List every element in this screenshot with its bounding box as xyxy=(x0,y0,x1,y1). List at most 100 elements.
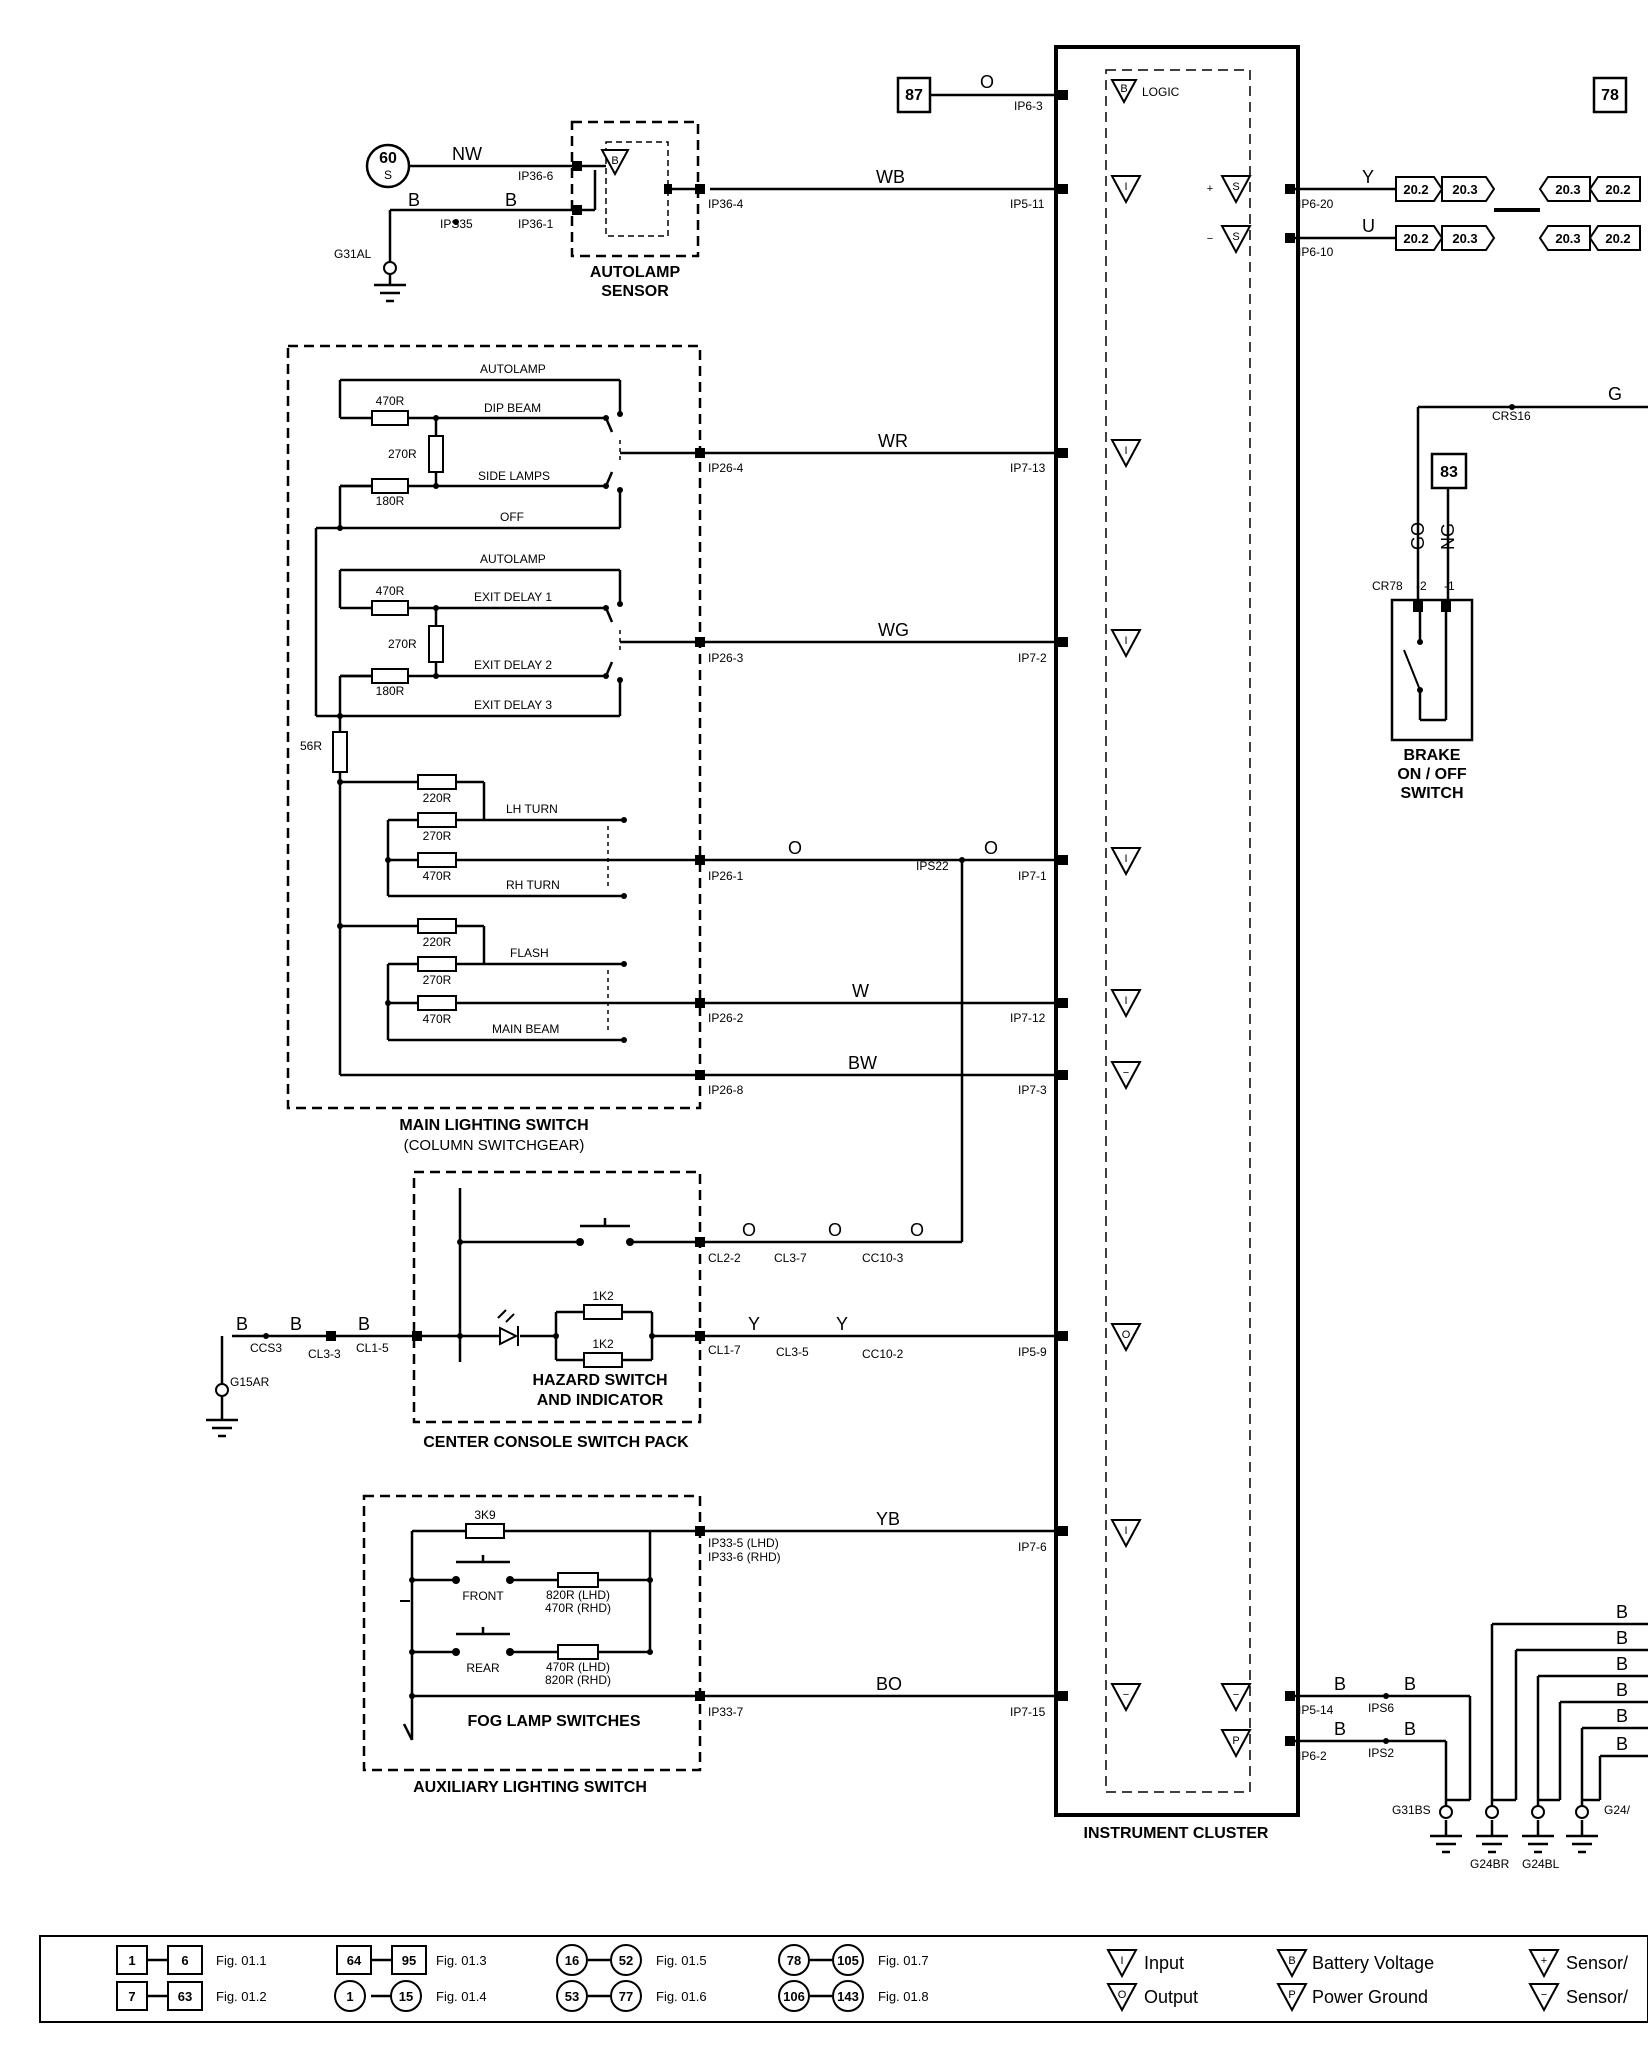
component-label: FRONT xyxy=(462,1589,504,1603)
component-label: 470R xyxy=(376,584,405,598)
brake-title-1: BRAKE xyxy=(1404,747,1461,764)
component-label: AUTOLAMP xyxy=(480,362,546,376)
offpage-ref: 20.3 xyxy=(1452,231,1477,246)
legend-fig: Fig. 01.3 xyxy=(436,1953,487,1968)
wire-label: B xyxy=(1616,1680,1628,1700)
brake-title-2: ON / OFF xyxy=(1397,766,1467,783)
legend-ref: 143 xyxy=(837,1989,859,2004)
legend-fig: Fig. 01.6 xyxy=(656,1989,707,2004)
fog-lamp-title: FOG LAMP SWITCHES xyxy=(467,1713,640,1730)
connector-label: CL3-7 xyxy=(774,1251,807,1265)
component-label: SIDE LAMPS xyxy=(478,469,550,483)
wire-label: B xyxy=(505,190,517,210)
legend-box xyxy=(39,1935,1648,2023)
main-lighting-switch-subtitle: (COLUMN SWITCHGEAR) xyxy=(404,1137,585,1154)
svg-text:I: I xyxy=(1124,1525,1127,1537)
logic-label: LOGIC xyxy=(1142,85,1180,99)
svg-text:P: P xyxy=(1232,1735,1239,1747)
wire-label: GO xyxy=(1408,522,1428,550)
svg-text:I: I xyxy=(1120,1955,1123,1967)
wire-label: O xyxy=(828,1220,842,1240)
wire-label: B xyxy=(236,1314,248,1334)
autolamp-sensor-title-2: SENSOR xyxy=(601,283,669,300)
svg-text:S: S xyxy=(1232,181,1239,193)
svg-text:S: S xyxy=(1232,231,1239,243)
connector-label: CC10-2 xyxy=(862,1347,904,1361)
svg-text:I: I xyxy=(1124,995,1127,1007)
main-lighting-switch-title: MAIN LIGHTING SWITCH xyxy=(399,1117,588,1134)
component-label: 3K9 xyxy=(474,1508,496,1522)
wire-label: B xyxy=(408,190,420,210)
component-label: 220R xyxy=(423,935,452,949)
offpage-ref: 20.3 xyxy=(1452,182,1477,197)
wire-label: WB xyxy=(876,167,905,187)
wire-label: NW xyxy=(452,144,482,164)
connector-label: CR78 xyxy=(1372,579,1403,593)
aux-lighting-box xyxy=(362,1494,702,1772)
wire-label: WR xyxy=(878,431,908,451)
svg-text:−: − xyxy=(1233,1689,1239,1701)
center-console-box xyxy=(412,1170,702,1424)
connector-label: IP6-3 xyxy=(1014,99,1043,113)
main-lighting-switch-box xyxy=(286,344,702,1110)
component-label: 270R xyxy=(388,637,417,651)
connector-label: G31AL xyxy=(334,247,372,261)
wire-label: W xyxy=(852,981,869,1001)
svg-text:P: P xyxy=(1288,1989,1295,2001)
legend-ref: 78 xyxy=(787,1953,801,1968)
wire-label: Y xyxy=(1362,167,1374,187)
legend-ref: 106 xyxy=(783,1989,805,2004)
connector-label: IP26-1 xyxy=(708,869,744,883)
wire-label: B xyxy=(1616,1628,1628,1648)
connector-label: IP33-7 xyxy=(708,1705,744,1719)
wire-label: B xyxy=(1616,1706,1628,1726)
ref-87: 87 xyxy=(905,87,923,104)
svg-text:I: I xyxy=(1124,853,1127,865)
connector-label: IPS2 xyxy=(1368,1746,1394,1760)
legend-fig: Fig. 01.8 xyxy=(878,1989,929,2004)
brake-title-3: SWITCH xyxy=(1400,785,1463,802)
connector-label: -1 xyxy=(1444,579,1455,593)
connector-label: IP5-9 xyxy=(1018,1345,1047,1359)
connector-label: IP7-12 xyxy=(1010,1011,1046,1025)
svg-text:B: B xyxy=(1120,83,1127,95)
connector-label: IP36-6 xyxy=(518,169,554,183)
wire-label: B xyxy=(1616,1602,1628,1622)
brake-switch-box xyxy=(1390,598,1474,742)
wire-label: YB xyxy=(876,1509,900,1529)
component-label: AUTOLAMP xyxy=(480,552,546,566)
component-label: DIP BEAM xyxy=(484,401,541,415)
connector-label: CCS3 xyxy=(250,1341,282,1355)
connector-label: IP33-6 (RHD) xyxy=(708,1550,781,1564)
component-label: RH TURN xyxy=(506,878,560,892)
connector-label: IP36-4 xyxy=(708,197,744,211)
connector-label: CL1-7 xyxy=(708,1343,741,1357)
legend-ref: 95 xyxy=(402,1953,416,1968)
wire-label: BW xyxy=(848,1053,877,1073)
legend-fig: Fig. 01.2 xyxy=(216,1989,267,2004)
offpage-ref: 20.2 xyxy=(1403,231,1428,246)
wire-label: O xyxy=(910,1220,924,1240)
component-label: 470R (RHD) xyxy=(545,1601,611,1615)
component-label: EXIT DELAY 2 xyxy=(474,658,552,672)
ref-60: 60 xyxy=(379,150,397,167)
legend-power-ground: Power Ground xyxy=(1312,1987,1428,2007)
component-label: 56R xyxy=(300,739,322,753)
component-label: MAIN BEAM xyxy=(492,1022,559,1036)
offpage-ref: 20.2 xyxy=(1605,231,1630,246)
svg-text:−: − xyxy=(1207,233,1213,245)
component-label: OFF xyxy=(500,510,524,524)
legend-input: Input xyxy=(1144,1953,1184,1973)
component-label: 470R xyxy=(376,394,405,408)
component-label: 470R xyxy=(423,1012,452,1026)
legend-ref: 53 xyxy=(565,1989,579,2004)
component-label: 270R xyxy=(388,447,417,461)
connector-label: IP5-11 xyxy=(1010,197,1045,211)
component-label: 820R (LHD) xyxy=(546,1588,610,1602)
svg-text:I: I xyxy=(1124,445,1127,457)
wire-label: Y xyxy=(836,1314,848,1334)
offpage-ref: 20.3 xyxy=(1555,182,1580,197)
legend-fig: Fig. 01.1 xyxy=(216,1953,267,1968)
wire-label: B xyxy=(290,1314,302,1334)
component-label: 470R xyxy=(423,869,452,883)
